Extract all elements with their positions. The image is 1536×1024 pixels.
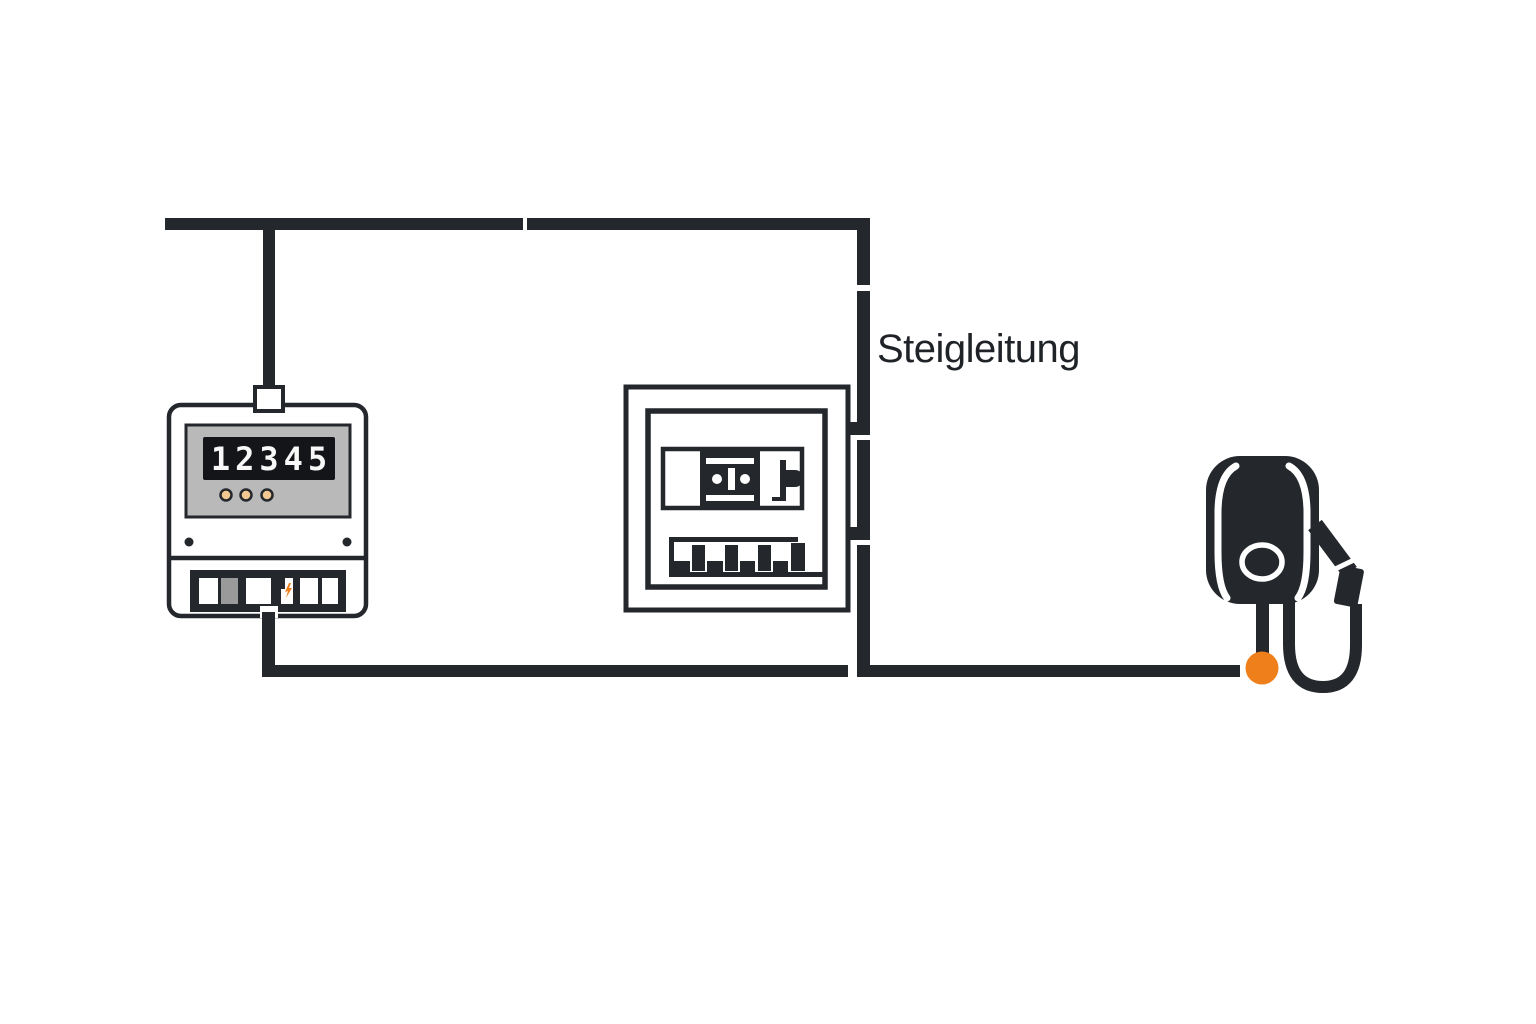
din-rail (669, 537, 674, 577)
riser-line-segment (857, 291, 870, 422)
plug-separator (1327, 556, 1358, 575)
terminal-slot (322, 578, 338, 604)
breaker-module (673, 561, 690, 573)
breaker-dot (712, 474, 722, 484)
meter-led-icon (219, 488, 233, 502)
terminal-slot (246, 578, 271, 604)
terminal-notch (277, 578, 285, 604)
terminal-slot (199, 578, 218, 604)
meter-drop-line (263, 230, 275, 390)
rcd-glyph (780, 460, 786, 500)
breaker-module (707, 561, 723, 573)
meter-top-terminal (253, 385, 285, 413)
terminal-slot (300, 578, 318, 604)
meter-led-icon (239, 488, 253, 502)
breaker-module (791, 543, 805, 571)
bottom-supply-line-segment (262, 665, 848, 677)
meter-screw-icon (342, 537, 352, 547)
wallbox-body (1206, 456, 1319, 604)
top-supply-line-segment (165, 218, 523, 230)
distribution-board (623, 384, 851, 613)
breaker-detail (706, 495, 754, 501)
wallbox-socket-ring-icon (1239, 542, 1285, 582)
breaker-module (725, 545, 738, 571)
meter-bottom-stub (262, 612, 275, 668)
bottom-supply-line-segment (857, 665, 1240, 677)
top-supply-line-segment (527, 218, 870, 230)
riser-line-segment (857, 440, 870, 527)
wallbox-highlight-stripe (1214, 462, 1240, 602)
breaker-detail (706, 458, 754, 464)
meter-display-value: 12345 (210, 439, 333, 478)
meter-screw-icon (184, 537, 194, 547)
breaker-module (773, 561, 788, 573)
din-rail (669, 537, 798, 542)
meter-display (203, 437, 335, 480)
spark-icon (285, 583, 292, 598)
electricity-meter (166, 385, 369, 668)
connection-dot-icon (1245, 651, 1279, 685)
breaker-module (740, 561, 755, 573)
riser-label: Steigleitung (877, 327, 1081, 371)
rcd-glyph-foot (772, 497, 786, 501)
breaker-dot (740, 474, 750, 484)
ev-wallbox-charger (1206, 456, 1364, 694)
charging-cable (1283, 596, 1362, 694)
riser-line-segment (857, 230, 870, 285)
wallbox-highlight-stripe (1285, 462, 1311, 602)
rcd-glyph-loop (786, 470, 804, 487)
breaker-module (692, 545, 705, 571)
din-rail (669, 572, 823, 577)
meter-led-icon (260, 488, 274, 502)
breaker-module (758, 545, 771, 571)
wallbox-bottom-stub (1256, 603, 1269, 653)
plug-connector (1333, 565, 1364, 608)
riser-line-segment (857, 545, 870, 677)
breaker-switch-lever (728, 468, 735, 490)
terminal-slot (221, 578, 238, 604)
supply-lines (165, 218, 1240, 677)
